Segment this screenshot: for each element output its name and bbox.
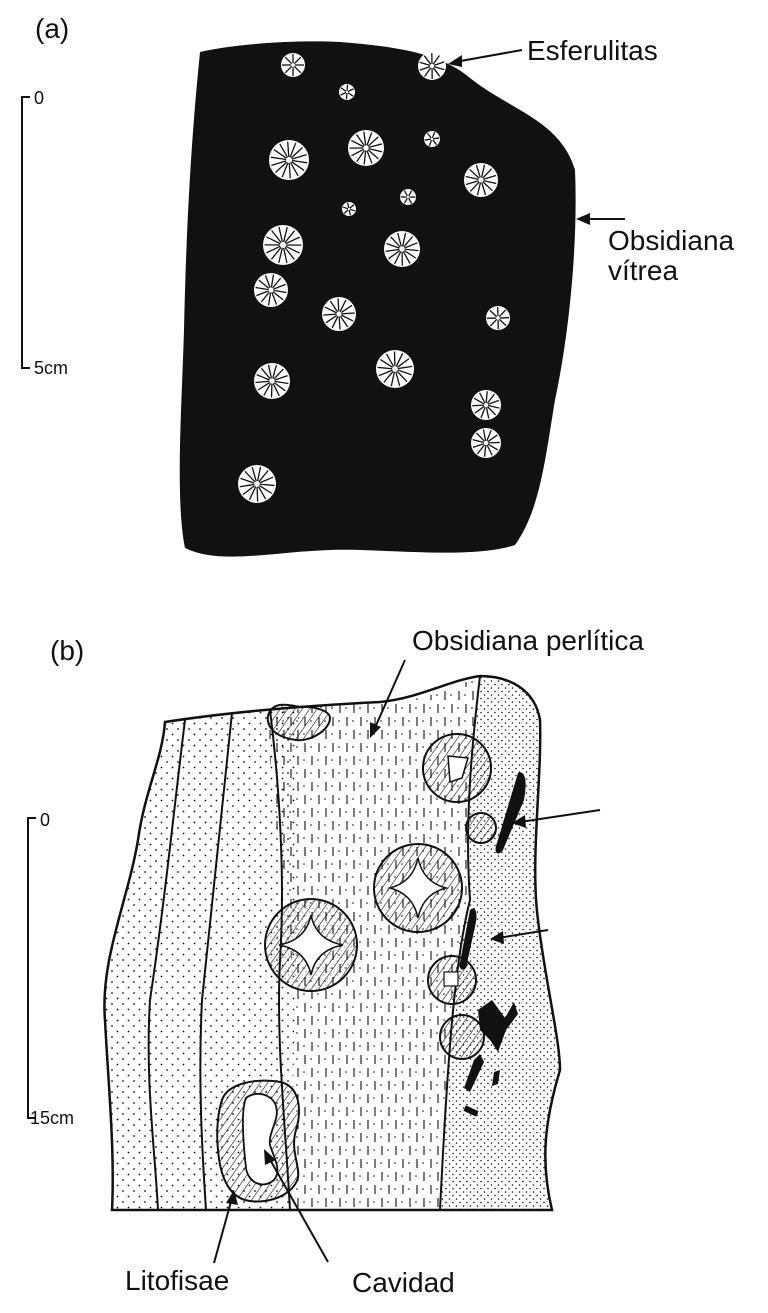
panel-b-label: (b) [50, 635, 84, 666]
spherulite [254, 363, 290, 399]
lithophysa-right-3 [428, 956, 476, 1004]
panel-a-label: (a) [35, 13, 69, 44]
esferulitas-label: Esferulitas [527, 35, 658, 66]
spherulite [418, 52, 446, 80]
lithophysa-right-1 [423, 734, 491, 802]
spherulite [384, 231, 420, 267]
spherulite [348, 130, 384, 166]
spherulite [269, 140, 309, 180]
lithophysa-cavity [217, 1081, 299, 1202]
panel-a: (a) 0 5cm Esferulitas Obsidiana vítrea [22, 13, 735, 557]
spherulite [376, 350, 414, 388]
lithophysa-right-2 [374, 844, 462, 932]
spherulite [339, 84, 355, 100]
lithophysa-right-small [466, 813, 496, 843]
lithophysa-center [265, 899, 357, 991]
spherulite [342, 202, 356, 216]
panel-b-scale-top: 0 [40, 810, 50, 830]
obsidiana-vitrea-label-line1: Obsidiana [608, 225, 735, 256]
spherulite [400, 189, 416, 205]
spherulite [424, 131, 440, 147]
spherulite [471, 390, 501, 420]
obsidiana-perlitica-label: Obsidiana perlítica [412, 625, 644, 656]
litofisae-label: Litofisae [125, 1265, 229, 1296]
cavidad-label: Cavidad [352, 1267, 455, 1298]
spherulite [464, 163, 498, 197]
panel-b-scale-bar [28, 818, 36, 1118]
spherulite [281, 53, 305, 77]
lithophysa-right-4 [440, 1015, 484, 1059]
panel-a-scale-bar [22, 97, 30, 368]
panel-a-scale-top: 0 [34, 88, 44, 108]
spherulite [263, 225, 303, 265]
panel-a-scale-bottom: 5cm [34, 358, 68, 378]
spherulite [471, 428, 501, 458]
panel-b: (b) 0 15cm [28, 625, 644, 1298]
spherulite [486, 306, 510, 330]
spherulite [238, 465, 276, 503]
panel-b-scale-bottom: 15cm [30, 1108, 74, 1128]
obsidiana-vitrea-arrow [576, 213, 625, 225]
spherulite [254, 273, 288, 307]
obsidiana-vitrea-label-line2: vítrea [608, 255, 678, 286]
esferulitas-arrow [448, 50, 522, 67]
spherulite [322, 297, 356, 331]
